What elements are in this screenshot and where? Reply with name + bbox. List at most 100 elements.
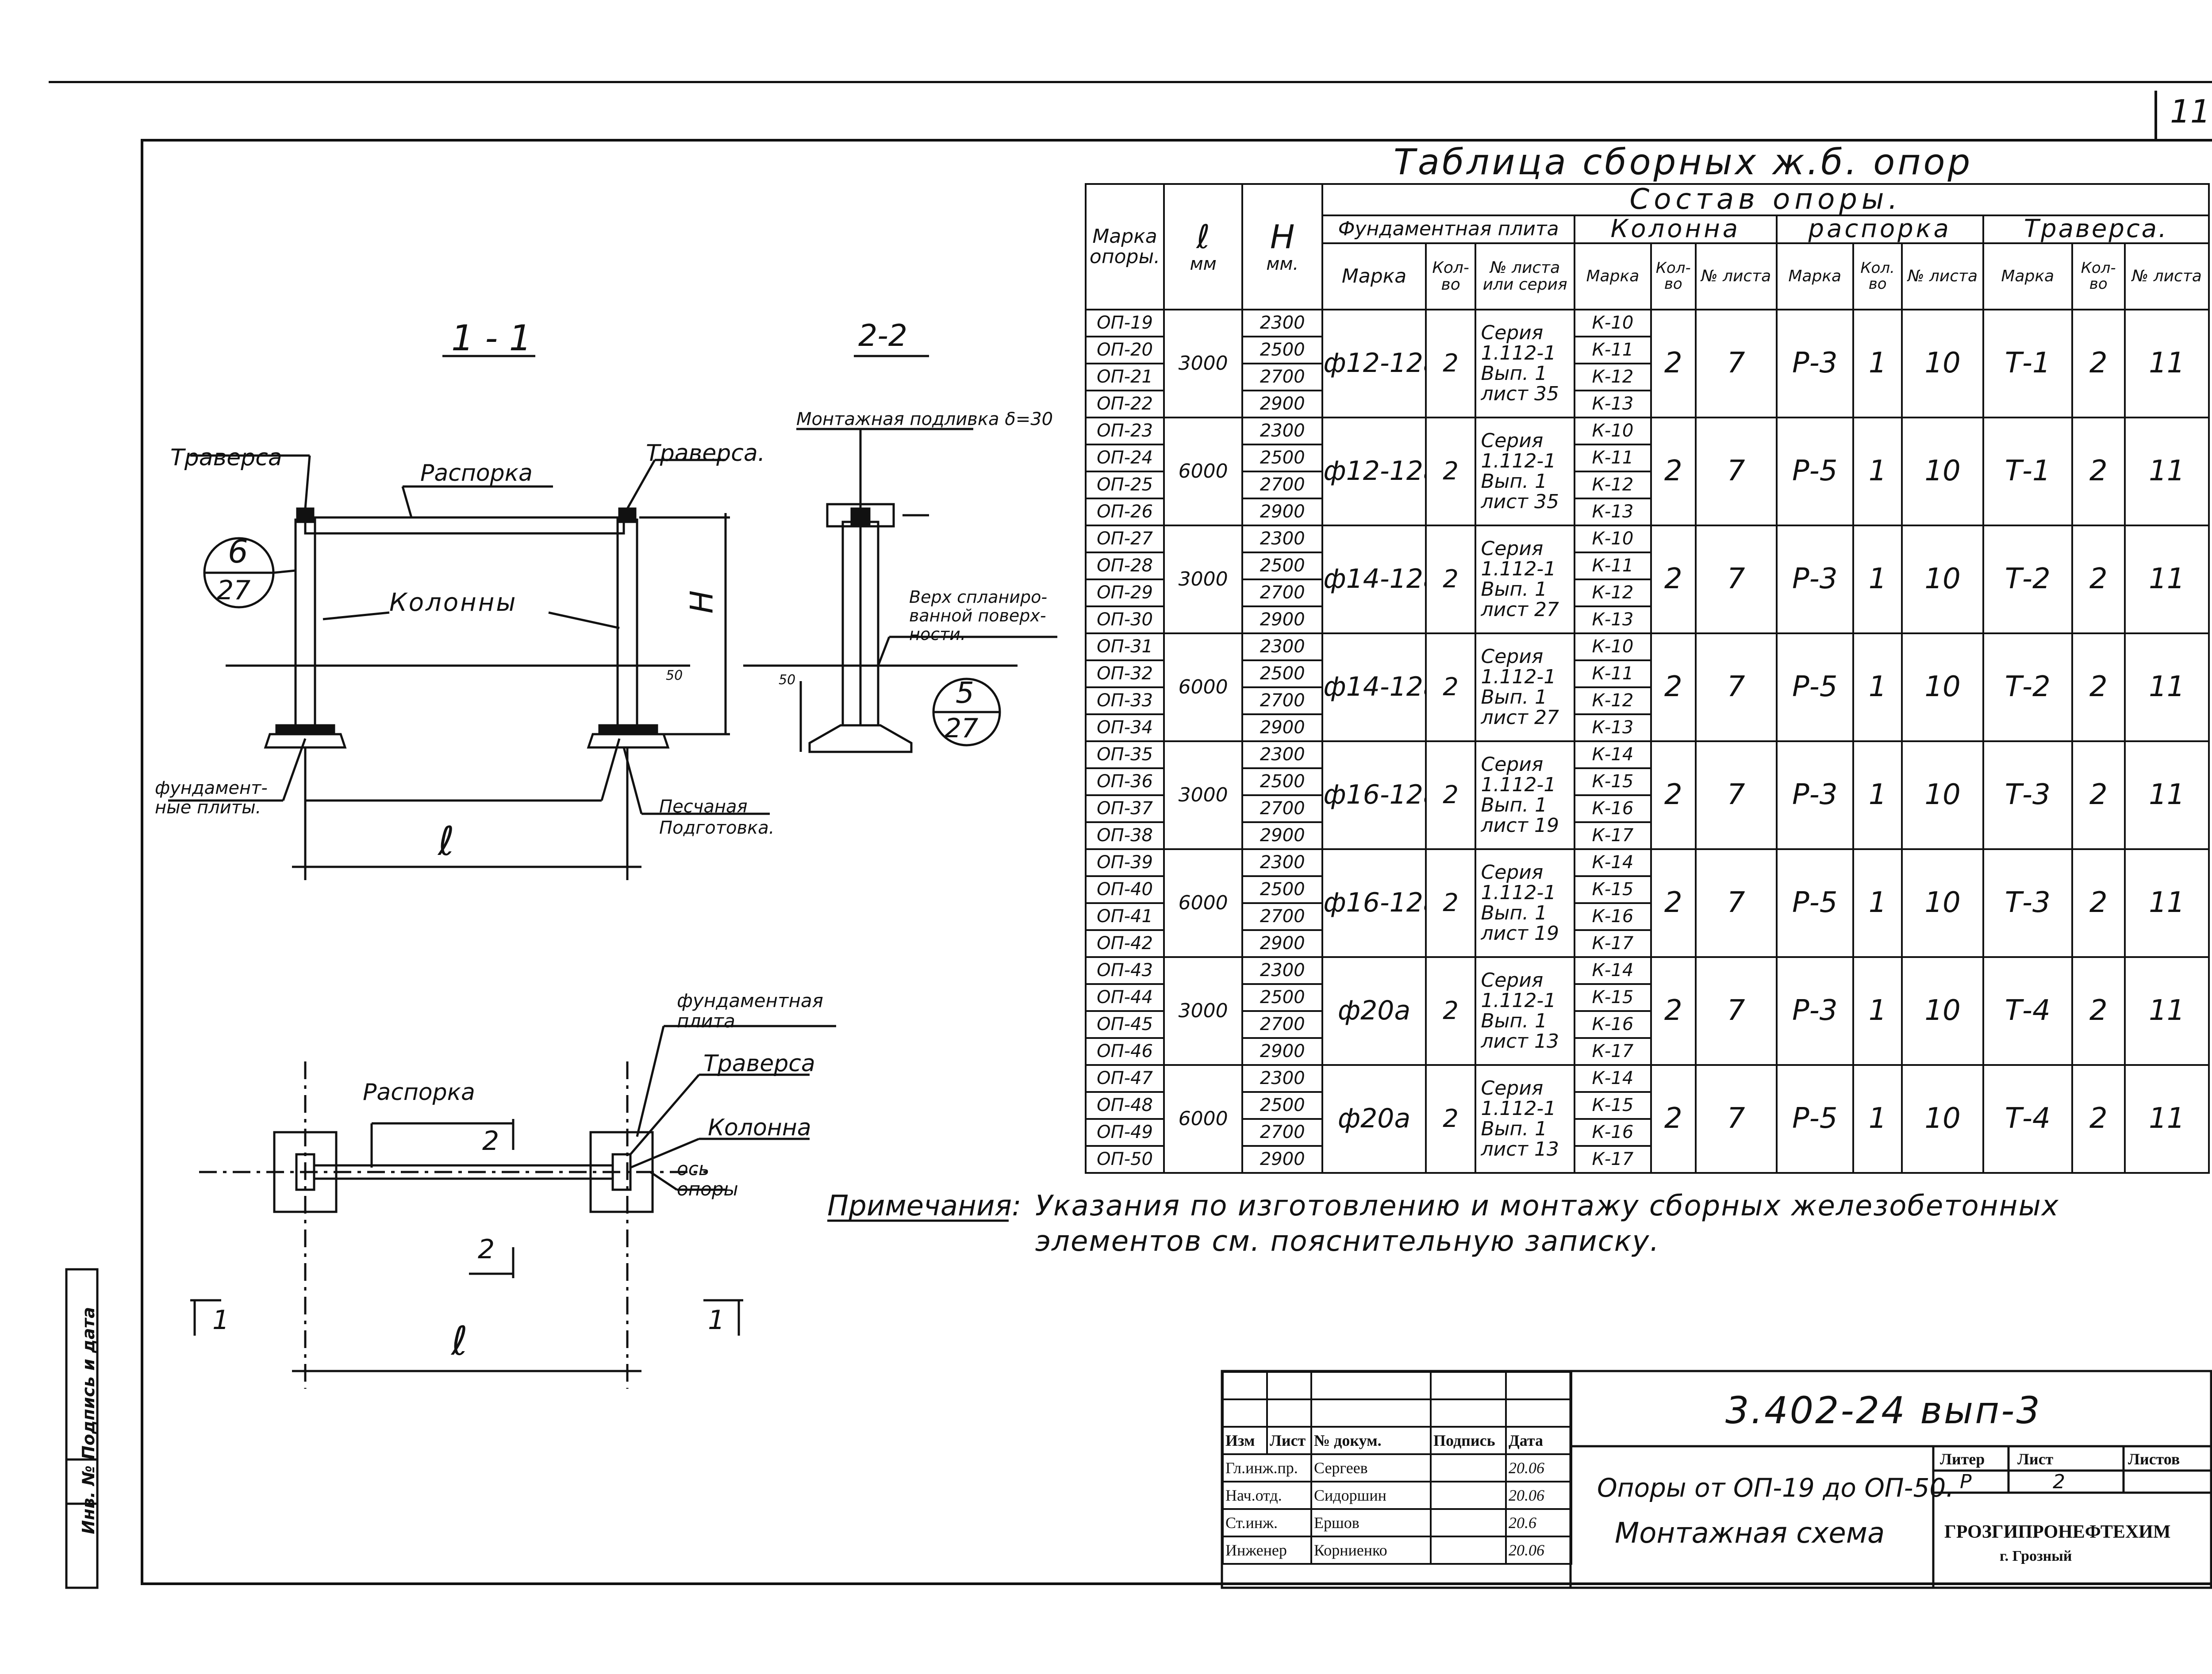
support-mark: ОП-31: [1084, 632, 1165, 661]
sub-header: № листа: [2124, 242, 2210, 310]
column-mark: К-16: [1573, 1010, 1652, 1039]
cell-trav-sheet: 11: [2124, 740, 2210, 850]
span-length: 3000: [1163, 740, 1244, 850]
column-mark: К-17: [1573, 929, 1652, 958]
doc-title-line-1: Опоры от ОП-19 до ОП-50.: [1597, 1473, 1954, 1503]
height-value: 2300: [1241, 956, 1324, 985]
support-mark: ОП-44: [1084, 983, 1165, 1012]
height-value: 2700: [1241, 902, 1324, 931]
height-value: 2700: [1241, 1118, 1324, 1147]
height-value: 2900: [1241, 497, 1324, 526]
plate-mark: ф12-12а: [1321, 308, 1427, 418]
support-mark: ОП-48: [1084, 1091, 1165, 1120]
tb-role: Инженер: [1222, 1536, 1312, 1565]
support-mark: ОП-40: [1084, 875, 1165, 904]
span-length: 3000: [1163, 956, 1244, 1066]
cell-col-qty: 2: [1650, 308, 1697, 418]
sub-header: Кол-во: [2071, 242, 2126, 310]
height-value: 2900: [1241, 821, 1324, 850]
group-column: Колонна: [1573, 215, 1778, 244]
column-mark: К-17: [1573, 1037, 1652, 1066]
height-value: 2500: [1241, 335, 1324, 364]
tb-date: 20.6: [1505, 1508, 1572, 1537]
plate-series: Серия 1.112-1 Вып. 1 лист 35: [1475, 416, 1575, 526]
plate-mark: ф14-12а: [1321, 632, 1427, 742]
label-plan-foundation: фундаментная плита: [677, 990, 823, 1032]
height-value: 2700: [1241, 362, 1324, 391]
column-mark: К-14: [1573, 1064, 1652, 1093]
tb-date: 20.06: [1505, 1481, 1572, 1510]
cell-strut-sheet: 10: [1901, 524, 1984, 634]
cell-col-qty: 2: [1650, 848, 1697, 958]
callout-5-sheet: 27: [945, 713, 979, 744]
cell-trav-qty: 2: [2071, 848, 2126, 958]
height-value: 2500: [1241, 983, 1324, 1012]
top-rule: [49, 81, 2212, 83]
cell-col-sheet: 7: [1694, 848, 1778, 958]
label-foundation-plates: фундамент- ные плиты.: [155, 778, 268, 818]
cell-trav-qty: 2: [2071, 1064, 2126, 1174]
col-header-l: ℓ мм: [1163, 183, 1244, 310]
height-value: 2500: [1241, 767, 1324, 796]
column-mark: К-17: [1573, 1145, 1652, 1174]
support-mark: ОП-32: [1084, 659, 1165, 688]
label-traversa-left: Траверса: [170, 444, 282, 471]
tb-sheets-header: Листов: [2128, 1450, 2180, 1468]
sub-header: № листа или серия: [1475, 242, 1575, 310]
l-symbol: ℓ: [1196, 218, 1210, 257]
doc-code: 3.402-24 вып-3: [1725, 1389, 2042, 1432]
plate-mark: ф16-12а: [1321, 740, 1427, 850]
plate-series: Серия 1.112-1 Вып. 1 лист 13: [1475, 1064, 1575, 1174]
cell-strut-qty: 1: [1852, 524, 1903, 634]
height-value: 2700: [1241, 686, 1324, 715]
tb-hdr: Лист: [1266, 1426, 1312, 1455]
cell-strut-qty: 1: [1852, 740, 1903, 850]
plate-qty: 2: [1425, 524, 1477, 634]
callout-5-number: 5: [956, 676, 974, 710]
col-header-h: H мм.: [1241, 183, 1324, 310]
support-mark: ОП-30: [1084, 605, 1165, 634]
cell-trav-sheet: 11: [2124, 416, 2210, 526]
plate-mark: ф12-12а: [1321, 416, 1427, 526]
cell-col-qty: 2: [1650, 632, 1697, 742]
plate-qty: 2: [1425, 416, 1477, 526]
notes-heading: Примечания:: [827, 1190, 1022, 1222]
support-mark: ОП-23: [1084, 416, 1165, 445]
height-value: 2900: [1241, 713, 1324, 742]
tb-signature: [1430, 1481, 1507, 1510]
support-mark: ОП-26: [1084, 497, 1165, 526]
column-mark: К-17: [1573, 821, 1652, 850]
support-mark: ОП-34: [1084, 713, 1165, 742]
cell-col-sheet: 7: [1694, 416, 1778, 526]
cell-col-sheet: 7: [1694, 740, 1778, 850]
height-value: 2900: [1241, 389, 1324, 418]
sub-header: Марка: [1573, 242, 1652, 310]
cell-strut-sheet: 10: [1901, 740, 1984, 850]
tb-liter-header: Литер: [1940, 1450, 1985, 1468]
table-title: Таблица сборных ж.б. опор: [1394, 142, 1973, 183]
support-mark: ОП-43: [1084, 956, 1165, 985]
height-value: 2900: [1241, 605, 1324, 634]
sub-header: Марка: [1775, 242, 1854, 310]
sub-header: Марка: [1321, 242, 1427, 310]
cell-strut-sheet: 10: [1901, 308, 1984, 418]
support-mark: ОП-33: [1084, 686, 1165, 715]
tb-signature: [1430, 1453, 1507, 1482]
label-columns: Колонны: [389, 588, 518, 617]
tb-hdr: Подпись: [1430, 1426, 1507, 1455]
cell-trav: Т-4: [1982, 956, 2073, 1066]
cell-strut-qty: 1: [1852, 848, 1903, 958]
col-header-marka: Марка опоры.: [1084, 183, 1165, 310]
support-mark: ОП-19: [1084, 308, 1165, 337]
support-mark: ОП-29: [1084, 578, 1165, 607]
label-l-dimension: ℓ: [438, 818, 455, 865]
doc-title-line-2: Монтажная схема: [1615, 1517, 1885, 1550]
support-mark: ОП-42: [1084, 929, 1165, 958]
support-mark: ОП-20: [1084, 335, 1165, 364]
label-strut: Распорка: [420, 460, 533, 486]
cell-col-qty: 2: [1650, 524, 1697, 634]
sub-header: № листа: [1694, 242, 1778, 310]
height-value: 2500: [1241, 551, 1324, 580]
column-mark: К-14: [1573, 740, 1652, 769]
height-value: 2300: [1241, 416, 1324, 445]
